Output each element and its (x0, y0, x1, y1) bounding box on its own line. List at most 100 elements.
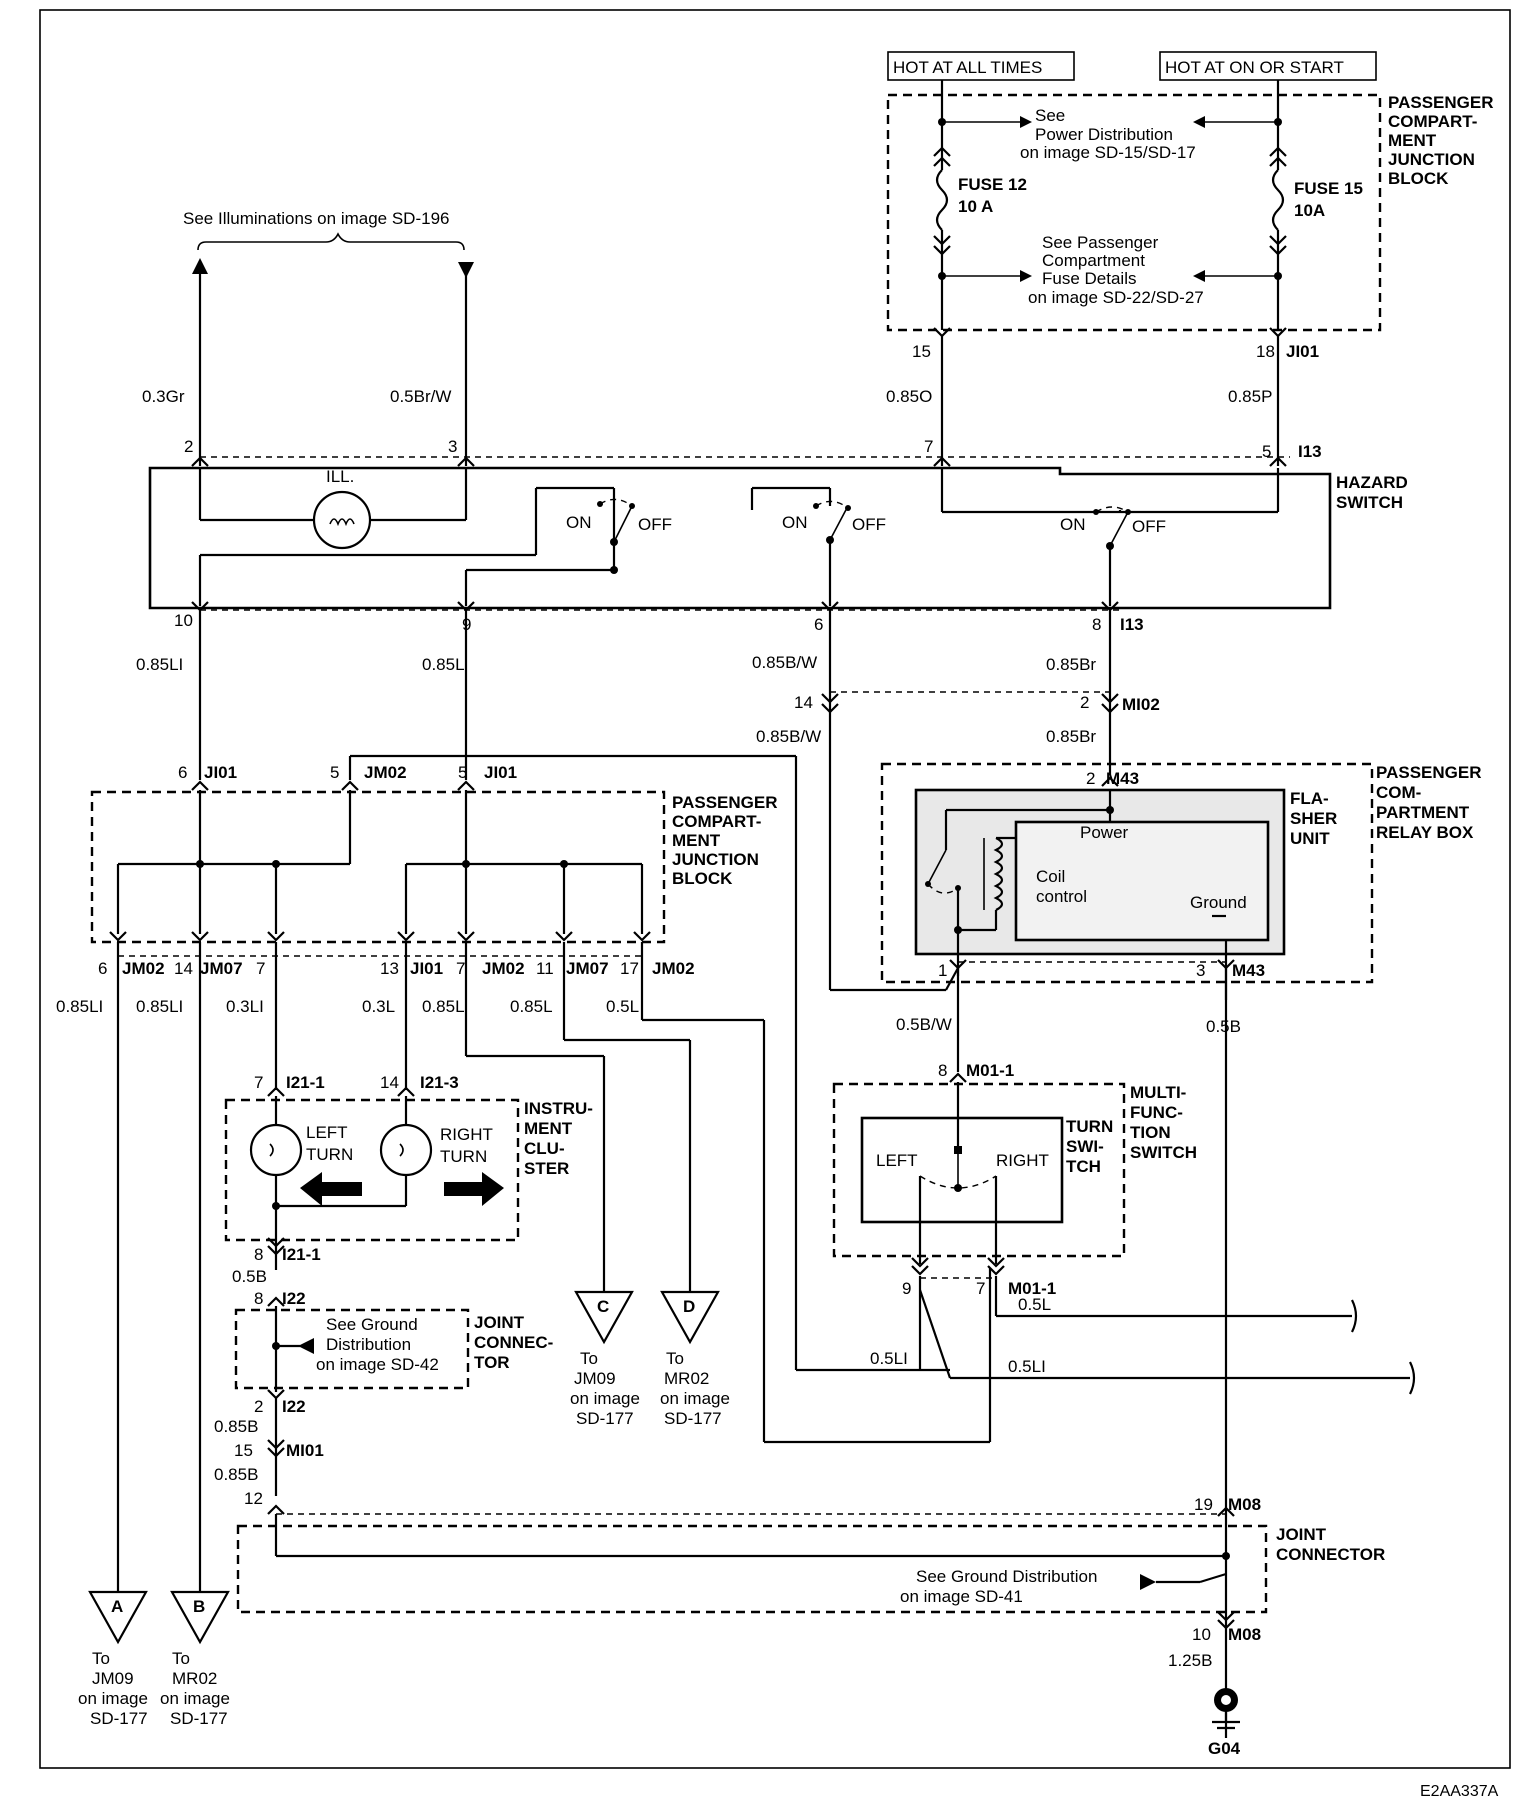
pin-label: 7 (256, 959, 265, 978)
hazard-switch-body (148, 466, 1332, 610)
connector-id: JM02 (482, 959, 525, 978)
wire-label: 0.5L (606, 997, 639, 1016)
pin-label: 14 (380, 1073, 399, 1092)
fuse-15-label: FUSE 15 (1294, 179, 1363, 198)
connector-id: I21-3 (420, 1073, 459, 1092)
connector-id: JM02 (122, 959, 165, 978)
arrow-left-icon (1193, 270, 1205, 282)
connector-id: JM02 (364, 763, 407, 782)
small-joint-connector-label: JOINT CONNEC- TOR (474, 1313, 553, 1372)
svg-text:SD-177: SD-177 (664, 1409, 722, 1428)
svg-text:INSTRU-: INSTRU- (524, 1099, 593, 1118)
wire-label: 0.85B (214, 1465, 258, 1484)
top-junction-block-label: PASSENGER COMPART- MENT JUNCTION BLOCK (1388, 93, 1494, 188)
pin-label: 17 (620, 959, 639, 978)
svg-text:JUNCTION: JUNCTION (672, 850, 759, 869)
pin-label: 8 (254, 1289, 263, 1308)
svg-text:To: To (580, 1349, 598, 1368)
turn-switch-label: TURN SWI- TCH (1066, 1117, 1113, 1176)
wire-label: 0.85L (510, 997, 553, 1016)
switch-on-label: ON (782, 513, 808, 532)
left-turn-label: LEFT (306, 1123, 348, 1142)
flasher-inner-module (1014, 820, 1270, 942)
connector-id: JI01 (410, 959, 443, 978)
svg-text:CONNEC-: CONNEC- (474, 1333, 553, 1352)
hot-at-all-times-label: HOT AT ALL TIMES (893, 58, 1042, 77)
fuse-15-icon (1270, 169, 1286, 231)
svg-text:To: To (666, 1349, 684, 1368)
svg-text:MENT: MENT (672, 831, 721, 850)
ill-label: ILL. (326, 467, 354, 486)
pin-label: 6 (814, 615, 823, 634)
svg-text:See: See (1035, 106, 1065, 125)
switch-off-label: OFF (638, 515, 672, 534)
svg-text:on image: on image (160, 1689, 230, 1708)
pin-label: 10 (1192, 1625, 1211, 1644)
pin-label: 1 (938, 961, 947, 980)
wire-label: 0.5L (1018, 1295, 1051, 1314)
big-joint-connector-box (236, 1524, 1268, 1614)
pin-label: 7 (924, 437, 933, 456)
svg-text:See Ground Distribution: See Ground Distribution (916, 1567, 1097, 1586)
wire-label: 0.3LI (226, 997, 264, 1016)
svg-text:TURN: TURN (1066, 1117, 1113, 1136)
ground-distribution-note-sd41: See Ground Distribution on image SD-41 (900, 1567, 1097, 1606)
connector-id: JM07 (200, 959, 243, 978)
svg-text:SWITCH: SWITCH (1336, 493, 1403, 512)
wire-label: 0.85L (422, 997, 465, 1016)
arrow-left-icon (298, 1338, 314, 1354)
svg-text:HAZARD: HAZARD (1336, 473, 1408, 492)
pin-label: 18 (1256, 342, 1275, 361)
mid-junction-block-box (90, 790, 666, 944)
wire-label: 0.85B/W (756, 727, 821, 746)
instrument-cluster-box (224, 1098, 520, 1242)
arrow-right-icon (1020, 270, 1032, 282)
wire-label: 0.5B/W (896, 1015, 952, 1034)
flasher-coil-label: Coil (1036, 867, 1065, 886)
wire-label: 0.85LI (56, 997, 103, 1016)
connector-id: M08 (1228, 1625, 1261, 1644)
svg-text:JOINT: JOINT (474, 1313, 525, 1332)
wire-label: 0.5B (232, 1267, 267, 1286)
svg-text:To: To (172, 1649, 190, 1668)
flasher-power-label: Power (1080, 823, 1129, 842)
pin-label: 3 (1196, 961, 1205, 980)
pin-label: 9 (902, 1279, 911, 1298)
svg-text:PASSENGER: PASSENGER (1388, 93, 1494, 112)
pin-label: 14 (174, 959, 193, 978)
wire-label: 0.85Br (1046, 727, 1096, 746)
wire-label: 0.85LI (136, 655, 183, 674)
svg-text:on image SD-42: on image SD-42 (316, 1355, 439, 1374)
svg-text:Distribution: Distribution (326, 1335, 411, 1354)
svg-text:CONNECTOR: CONNECTOR (1276, 1545, 1385, 1564)
svg-text:PASSENGER: PASSENGER (1376, 763, 1482, 782)
right-arrow-icon (444, 1172, 504, 1206)
connector-id: MI01 (286, 1441, 324, 1460)
pin-label: 10 (174, 611, 193, 630)
connector-id: I21-1 (286, 1073, 325, 1092)
hot-at-all-times-box (887, 51, 1075, 81)
svg-text:on image SD-41: on image SD-41 (900, 1587, 1023, 1606)
right-turn-label: RIGHT (440, 1125, 493, 1144)
svg-text:TION: TION (1130, 1123, 1171, 1142)
pin-label: 3 (448, 437, 457, 456)
svg-text:PASSENGER: PASSENGER (672, 793, 778, 812)
left-turn-lamp-icon (249, 1123, 303, 1177)
connector-id: I13 (1298, 442, 1322, 461)
relay-box-label: PASSENGER COM- PARTMENT RELAY BOX (1376, 763, 1482, 842)
svg-text:C: C (597, 1297, 609, 1316)
svg-text:JM09: JM09 (574, 1369, 616, 1388)
instrument-cluster-label: INSTRU- MENT CLU- STER (524, 1099, 593, 1178)
svg-text:SD-177: SD-177 (90, 1709, 148, 1728)
pin-label: 6 (178, 763, 187, 782)
pin-label: 12 (244, 1489, 263, 1508)
connector-id: M08 (1228, 1495, 1261, 1514)
connector-id: M01-1 (966, 1061, 1014, 1080)
pin-label: 14 (794, 693, 813, 712)
hazard-switch-label: HAZARD SWITCH (1336, 473, 1408, 512)
flasher-control-label: control (1036, 887, 1087, 906)
switch-on-label: ON (566, 513, 592, 532)
connector-id: MI02 (1122, 695, 1160, 714)
wire-label: 0.85L (422, 655, 465, 674)
